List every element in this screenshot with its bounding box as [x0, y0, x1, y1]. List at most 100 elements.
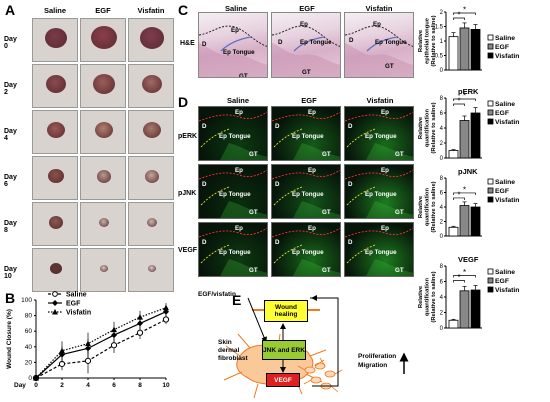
tissue-label-d: D	[275, 123, 280, 130]
y-tick-label: 2	[440, 220, 444, 226]
yellow-boundary	[200, 128, 230, 148]
wound-photo	[32, 110, 78, 154]
wound-photo	[80, 110, 126, 154]
wound-photo	[80, 202, 126, 246]
panel-a-row-label: Day 0	[4, 36, 17, 50]
legend-swatch	[487, 196, 494, 203]
y-tick-label: 0	[440, 156, 444, 162]
wound-spot	[95, 122, 113, 139]
epidermis-boundary	[345, 25, 413, 47]
wound-photo	[80, 248, 126, 292]
panel-d-col-saline: Saline	[226, 96, 250, 105]
tissue-label-gt: GT	[395, 151, 404, 158]
y-tick-label: 6	[440, 191, 444, 197]
wound-photo	[128, 18, 174, 62]
legend-swatch	[487, 118, 494, 125]
green-signal	[366, 259, 413, 276]
migration-label: Migration	[358, 362, 388, 369]
green-signal	[293, 201, 340, 218]
tissue-label-d: D	[348, 181, 353, 188]
yellow-boundary	[346, 244, 376, 264]
legend-swatch	[487, 100, 494, 107]
wound-photo	[128, 64, 174, 108]
tissue-label-gt: GT	[322, 151, 331, 158]
y-axis-label: Relative	[418, 29, 424, 52]
yellow-boundary	[346, 128, 376, 148]
y-tick-label: 8	[440, 176, 444, 182]
legend-label: Visfatin	[495, 119, 519, 126]
y-tick-label: 2	[440, 141, 444, 147]
y-tick-label: 4	[440, 126, 444, 132]
wound-photo	[32, 18, 78, 62]
wound-spot	[45, 28, 67, 48]
tissue-label-gt: GT	[322, 209, 331, 216]
tissue-label-gt: GT	[395, 209, 404, 216]
tissue-label-ep-tongue: Ep Tongue	[292, 133, 324, 140]
data-point	[136, 329, 144, 336]
series-line	[35, 311, 167, 379]
wound-spot	[143, 122, 161, 139]
data-point	[162, 316, 170, 323]
legend-swatch	[487, 178, 494, 185]
sig-star: *	[463, 185, 466, 194]
tissue-label-ep: Ep	[235, 167, 243, 174]
yellow-boundary	[273, 128, 303, 148]
panel-d-col-visfatin: Visfatin	[366, 96, 394, 105]
panel-c-col-saline: Saline	[224, 4, 248, 13]
legend-marker	[52, 309, 58, 315]
migrating-cells-shape	[297, 357, 343, 393]
y-tick-label: 2	[440, 311, 444, 317]
tissue-label-d: D	[349, 37, 354, 44]
sig-star: *	[463, 92, 466, 101]
legend-label: EGF	[495, 44, 509, 51]
x-tick-label: 4	[86, 382, 90, 389]
tissue-label-ep: Ep	[308, 225, 316, 232]
vegf-text: VEGF	[274, 376, 292, 384]
panel-d-row-pjnk: pJNK	[178, 190, 197, 197]
skin-label: Skin	[218, 339, 232, 346]
legend-marker	[52, 300, 58, 306]
data-point	[111, 326, 117, 333]
bar	[459, 290, 470, 329]
tissue-label-gt: GT	[249, 209, 258, 216]
legend-marker	[52, 291, 58, 297]
tissue-label-ep: Ep	[300, 21, 308, 28]
y-tick-label: 2	[440, 10, 444, 16]
y-tick-label: 0	[28, 375, 32, 382]
wound-spot	[50, 263, 62, 274]
y-axis-label: (Relative to saline)	[431, 102, 437, 153]
data-point	[85, 340, 91, 347]
fluor-texture	[345, 227, 413, 276]
legend-label: Saline	[66, 292, 87, 299]
jnk-erk-box: JNK and ERK	[262, 340, 306, 360]
panel-a-label: A	[5, 2, 16, 18]
yellow-boundary	[273, 244, 303, 264]
wound-healing-text: Wound healing	[274, 304, 298, 318]
bar	[459, 205, 470, 237]
fluor-texture	[272, 111, 340, 160]
y-tick-label: 40	[25, 344, 33, 351]
red-boundary	[345, 111, 413, 122]
wound-spot	[145, 170, 159, 183]
wound-spot	[148, 265, 156, 273]
red-boundary	[199, 111, 267, 122]
wound-photo	[128, 202, 174, 246]
y-tick-label: 0	[440, 234, 444, 240]
tissue-label-d: D	[202, 181, 207, 188]
red-boundary	[199, 169, 267, 180]
legend-label: Saline	[495, 101, 515, 108]
y-tick-label: 0	[440, 326, 444, 332]
y-tick-label: 4	[440, 205, 444, 211]
tissue-label-d: D	[202, 123, 207, 130]
sig-bracket	[453, 17, 465, 20]
legend-swatch	[487, 52, 494, 59]
green-signal	[366, 201, 413, 218]
jnk-erk-text: JNK and ERK	[263, 346, 305, 354]
y-axis-label: quantification	[425, 278, 431, 316]
